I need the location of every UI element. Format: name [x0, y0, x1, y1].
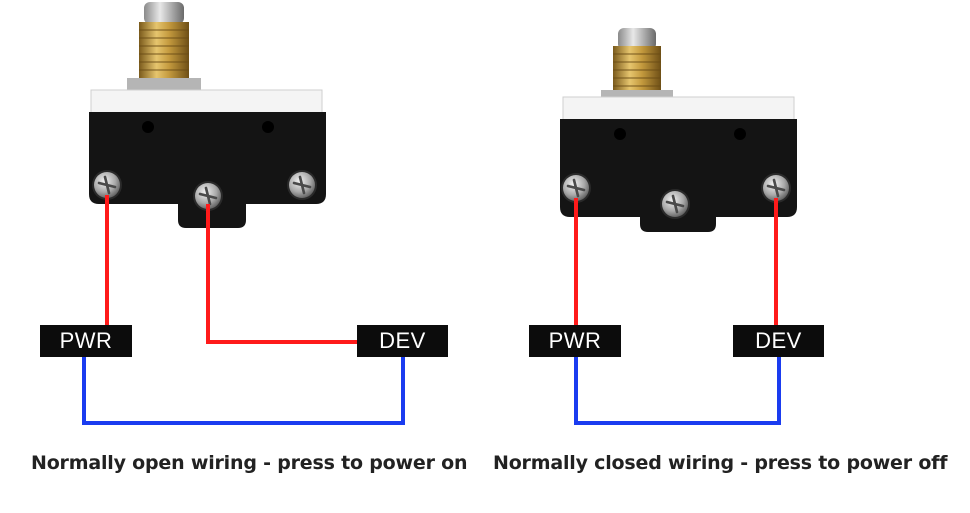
- left-caption: Normally open wiring - press to power on: [31, 452, 468, 474]
- terminal-screw-nc: [285, 168, 319, 202]
- plunger-roller: [618, 28, 656, 50]
- switch-body: [560, 119, 797, 232]
- left-power-wire-dev: [206, 204, 357, 344]
- plunger-nut: [127, 78, 201, 92]
- plunger-thread: [613, 46, 661, 92]
- left-microswitch: [89, 2, 326, 228]
- right-caption: Normally closed wiring - press to power …: [493, 452, 948, 474]
- left-return-wire: [82, 356, 405, 425]
- right-return-wire: [574, 356, 781, 425]
- plunger-thread: [139, 22, 189, 84]
- terminal-screw-no: [658, 187, 692, 221]
- left-dev-label: DEV: [357, 325, 448, 357]
- left-pwr-label: PWR: [40, 325, 132, 357]
- switch-body: [89, 112, 326, 228]
- switch-label-strip: [562, 96, 795, 122]
- right-microswitch: [559, 28, 797, 232]
- right-dev-label: DEV: [733, 325, 824, 357]
- switch-label-strip: [90, 89, 323, 115]
- plunger-roller: [144, 2, 184, 24]
- right-pwr-label: PWR: [529, 325, 621, 357]
